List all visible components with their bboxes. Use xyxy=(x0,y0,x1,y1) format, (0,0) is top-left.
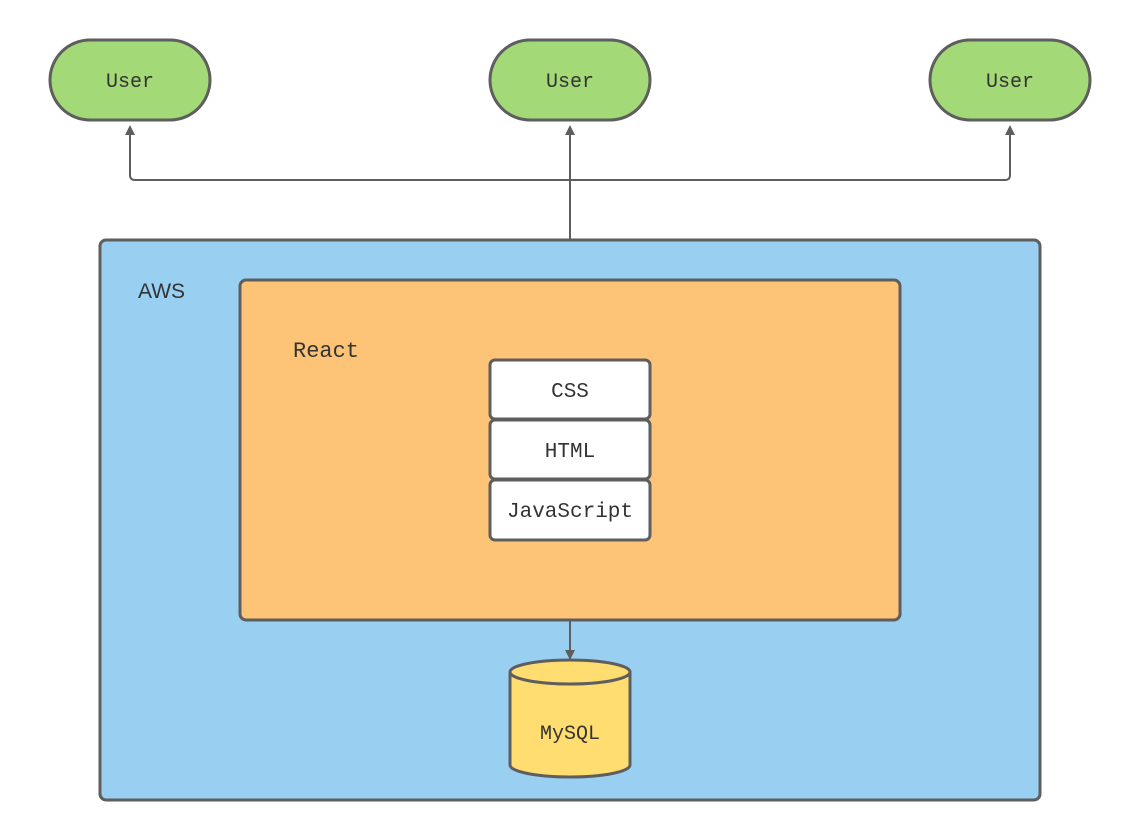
stack-item-javascript[interactable]: JavaScript xyxy=(488,478,652,542)
stack-label: CSS xyxy=(551,381,589,404)
database-label: MySQL xyxy=(540,723,600,746)
user-label: User xyxy=(546,71,594,94)
user-node-3[interactable]: User xyxy=(928,38,1092,122)
user-shape xyxy=(48,38,212,122)
user-label: User xyxy=(986,71,1034,94)
react-label: React xyxy=(293,339,359,364)
stack-item-css[interactable]: CSS xyxy=(488,358,652,421)
user-node-2[interactable]: User xyxy=(488,38,652,122)
user-shape xyxy=(488,38,652,122)
cylinder-top xyxy=(508,658,632,686)
mysql-database[interactable]: MySQL xyxy=(508,658,632,779)
stack-box xyxy=(488,478,652,542)
user-node-1[interactable]: User xyxy=(48,38,212,122)
stack-label: JavaScript xyxy=(507,501,633,524)
connector-right xyxy=(570,125,1015,181)
stack-label: HTML xyxy=(545,441,595,464)
user-label: User xyxy=(106,71,154,94)
stack-item-html[interactable]: HTML xyxy=(488,418,652,481)
user-connectors xyxy=(125,125,1015,240)
cylinder-body xyxy=(508,672,632,779)
connector-left xyxy=(125,125,570,181)
user-shape xyxy=(928,38,1092,122)
aws-label: AWS xyxy=(138,280,185,303)
